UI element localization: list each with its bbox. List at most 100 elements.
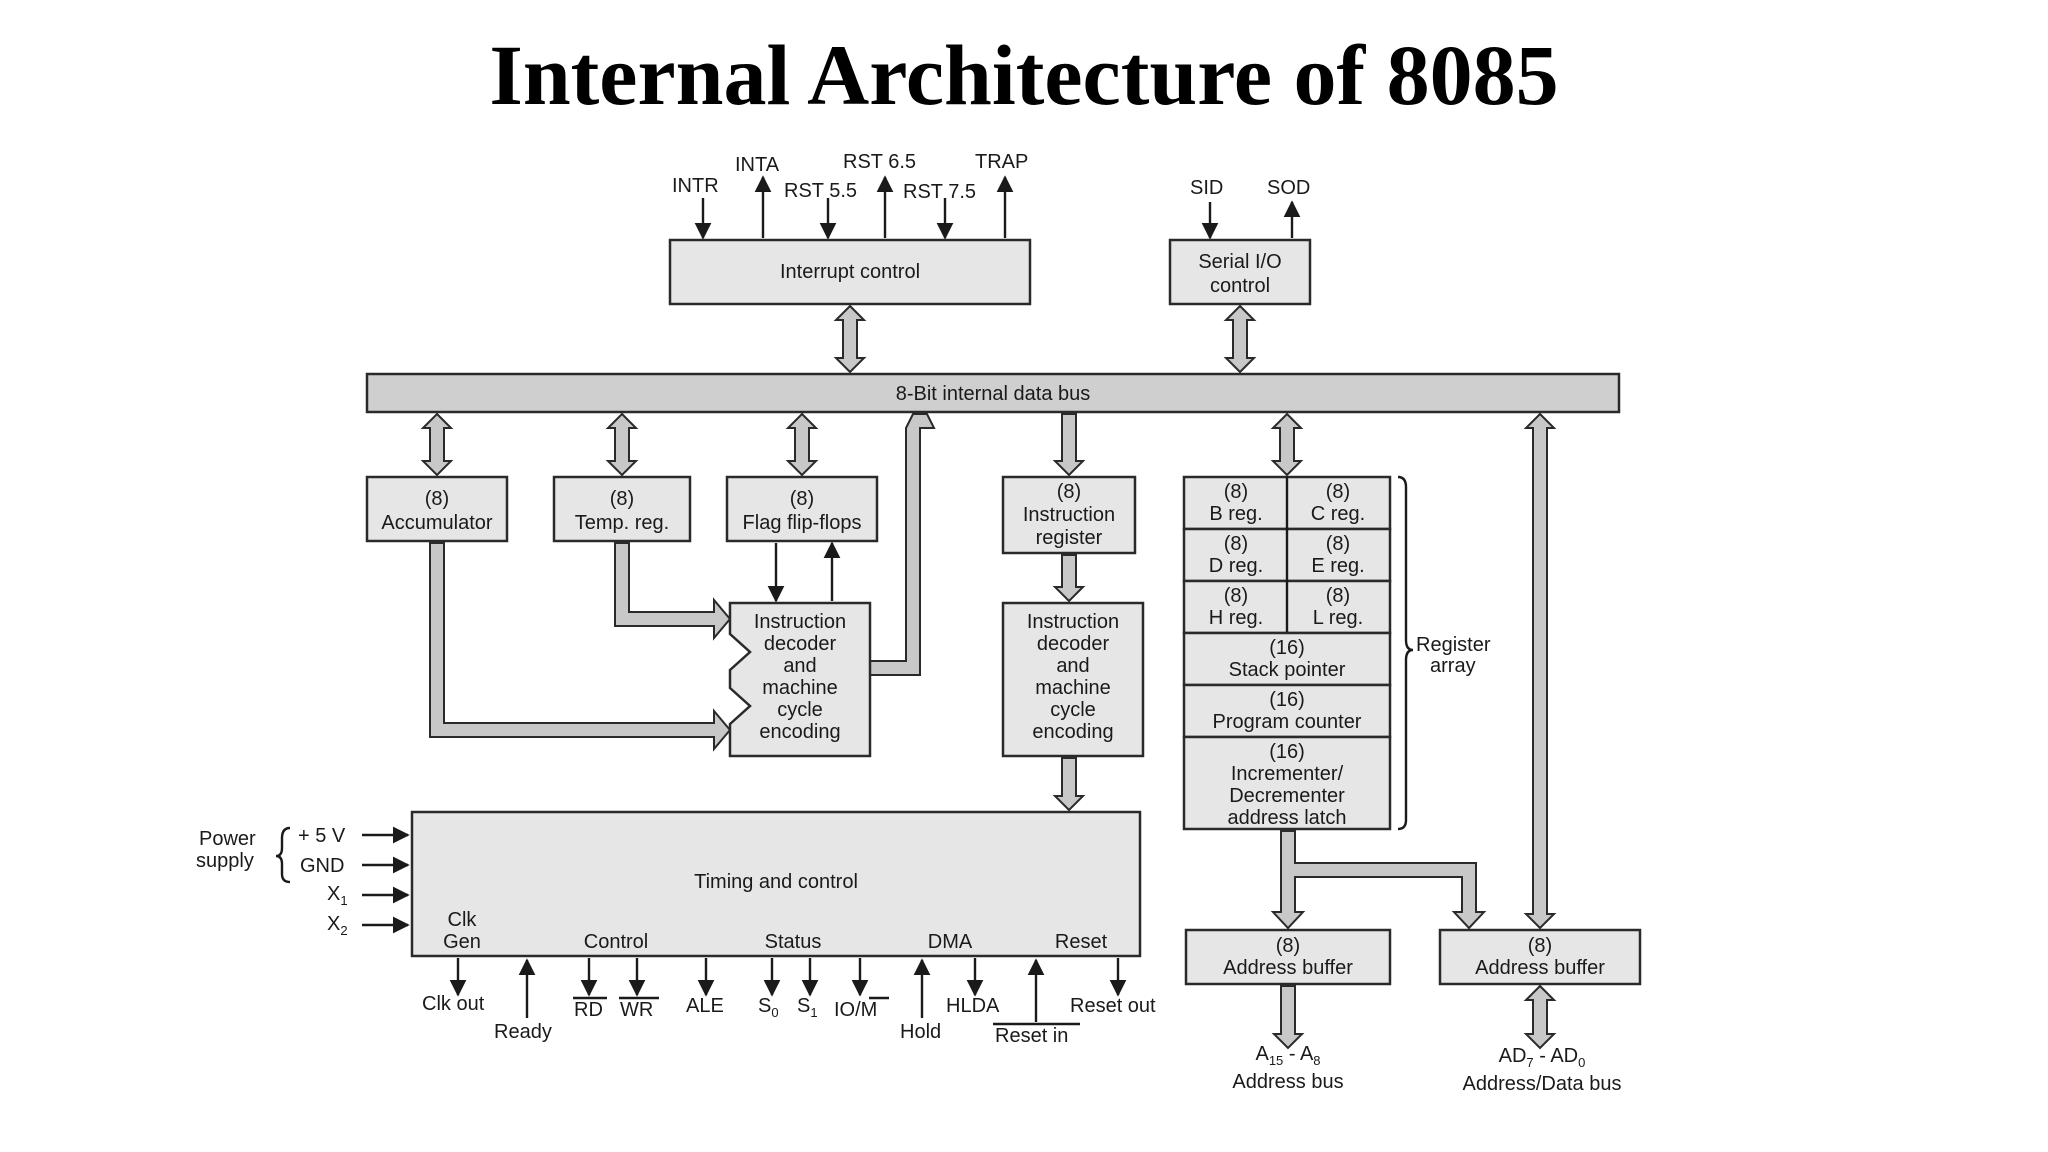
b-reg-size: (8)	[1224, 481, 1248, 503]
register-array-bus-arrow	[1270, 412, 1304, 477]
d-reg-size: (8)	[1224, 533, 1248, 555]
c-reg-label: C reg.	[1311, 503, 1365, 525]
decoder-to-timing-arrow	[1052, 757, 1086, 812]
ready-label: Ready	[494, 1021, 552, 1043]
accumulator-bus-arrow	[420, 412, 454, 477]
reset-in-label: Reset in	[995, 1025, 1068, 1047]
internal-data-bus-bar	[365, 372, 1621, 414]
interrupt-control-label: Interrupt control	[780, 261, 920, 283]
h-reg-label: H reg.	[1209, 607, 1263, 629]
power-label-2: supply	[196, 850, 254, 872]
accumulator-label: Accumulator	[381, 512, 492, 534]
register-array-brace	[1397, 475, 1414, 831]
alu-decoder-line-1: Instruction	[754, 611, 846, 633]
internal-data-bus-label: 8-Bit internal data bus	[896, 383, 1091, 405]
instruction-decoder-line-3: and	[1056, 655, 1089, 677]
ale-label: ALE	[686, 995, 724, 1017]
flag-flipflops-box	[725, 475, 879, 543]
interrupt-control-box	[668, 238, 1032, 306]
control-group-label: Control	[584, 931, 648, 953]
page-title: Internal Architecture of 8085	[489, 27, 1559, 123]
power-label-1: Power	[199, 828, 256, 850]
temp-register-box	[552, 475, 692, 543]
address-buffer-low: (8) Address buffer AD7 - AD0 Address/Dat…	[1438, 928, 1642, 1095]
address-bus-external-arrow	[1271, 985, 1305, 1050]
address-buffer-high: (8) Address buffer A15 - A8 Address bus	[1184, 928, 1392, 1093]
timing-control-box	[410, 810, 1142, 958]
timing-control-block: Timing and control Clk Gen Control Statu…	[410, 810, 1142, 958]
alu-decoder-line-5: cycle	[777, 699, 823, 721]
wr-label: WR	[620, 999, 653, 1021]
control-signals: Clk out Ready RD WR ALE S0 S1 IO/M Hold …	[422, 958, 1156, 1047]
hold-label: Hold	[900, 1021, 941, 1043]
l-reg-size: (8)	[1326, 585, 1350, 607]
latch-to-address-buffers-arrow	[1270, 830, 1487, 930]
instruction-decoder-box	[1001, 601, 1145, 758]
e-reg-size: (8)	[1326, 533, 1350, 555]
e-reg-label: E reg.	[1311, 555, 1364, 577]
incdec-label-1: Incrementer/	[1231, 763, 1344, 785]
clk-out-label: Clk out	[422, 993, 485, 1015]
rd-label: RD	[574, 999, 603, 1021]
instruction-decoder-line-6: encoding	[1032, 721, 1113, 743]
vcc-label: + 5 V	[298, 825, 346, 847]
instruction-register-label-1: Instruction	[1023, 504, 1115, 526]
address-buffer-high-label: Address buffer	[1223, 957, 1353, 979]
alu-decoder-block: Instruction decoder and machine cycle en…	[728, 601, 872, 758]
inta-label: INTA	[735, 154, 780, 176]
interrupt-control-block: Interrupt control	[668, 238, 1032, 306]
instruction-register-block: (8) Instruction register	[1001, 475, 1137, 555]
bus-arrows	[420, 304, 1557, 1050]
instruction-decoder-line-4: machine	[1035, 677, 1111, 699]
h-reg-size: (8)	[1224, 585, 1248, 607]
bus-to-instruction-register-arrow	[1052, 413, 1086, 477]
intr-label: INTR	[672, 175, 719, 197]
address-buffer-low-box	[1438, 928, 1642, 986]
instruction-decoder-line-2: decoder	[1037, 633, 1110, 655]
hlda-label: HLDA	[946, 995, 1000, 1017]
serial-io-block: SID SOD Serial I/O control	[1168, 177, 1312, 306]
rst75-label: RST 7.5	[903, 181, 976, 203]
stack-pointer-size: (16)	[1269, 637, 1305, 659]
x1-label: X1	[327, 883, 348, 908]
status-group-label: Status	[765, 931, 822, 953]
address-data-external-arrow	[1523, 984, 1557, 1050]
instruction-register-to-decoder-arrow	[1052, 554, 1086, 603]
instruction-decoder-block: Instruction decoder and machine cycle en…	[1001, 601, 1145, 758]
dma-group-label: DMA	[928, 931, 973, 953]
address-buffer-high-box	[1184, 928, 1392, 986]
register-array-label-1: Register	[1416, 634, 1491, 656]
s0-label: S0	[758, 995, 779, 1020]
flag-flipflops-size: (8)	[790, 488, 814, 510]
gnd-label: GND	[300, 855, 344, 877]
temp-register-block: (8) Temp. reg.	[552, 475, 692, 543]
program-counter-label: Program counter	[1213, 711, 1362, 733]
temp-register-label: Temp. reg.	[575, 512, 669, 534]
alu-decoder-line-3: and	[783, 655, 816, 677]
incdec-latch-box	[1182, 735, 1392, 831]
serial-io-box	[1168, 238, 1312, 306]
power-brace	[275, 826, 291, 884]
alu-decoder-line-6: encoding	[759, 721, 840, 743]
accumulator-to-decoder-arrow	[429, 542, 732, 752]
serial-bus-arrow	[1223, 304, 1257, 374]
sid-label: SID	[1190, 177, 1223, 199]
sod-label: SOD	[1267, 177, 1310, 199]
clk-gen-label-1: Clk	[448, 909, 478, 931]
rst55-label: RST 5.5	[784, 180, 857, 202]
serial-io-label-1: Serial I/O	[1198, 251, 1281, 273]
timing-control-label: Timing and control	[694, 871, 858, 893]
s1-label: S1	[797, 995, 818, 1020]
alu-decoder-line-4: machine	[762, 677, 838, 699]
interrupt-bus-arrow	[833, 304, 867, 374]
power-supply-inputs: Power supply + 5 V GND X1 X2	[196, 825, 410, 938]
instruction-decoder-line-1: Instruction	[1027, 611, 1119, 633]
d-reg-label: D reg.	[1209, 555, 1263, 577]
x2-label: X2	[327, 913, 348, 938]
internal-data-bus: 8-Bit internal data bus	[365, 372, 1621, 414]
address-buffer-high-size: (8)	[1276, 935, 1300, 957]
incdec-label-2: Decrementer	[1229, 785, 1345, 807]
flag-flipflops-label: Flag flip-flops	[743, 512, 862, 534]
clk-gen-label-2: Gen	[443, 931, 481, 953]
